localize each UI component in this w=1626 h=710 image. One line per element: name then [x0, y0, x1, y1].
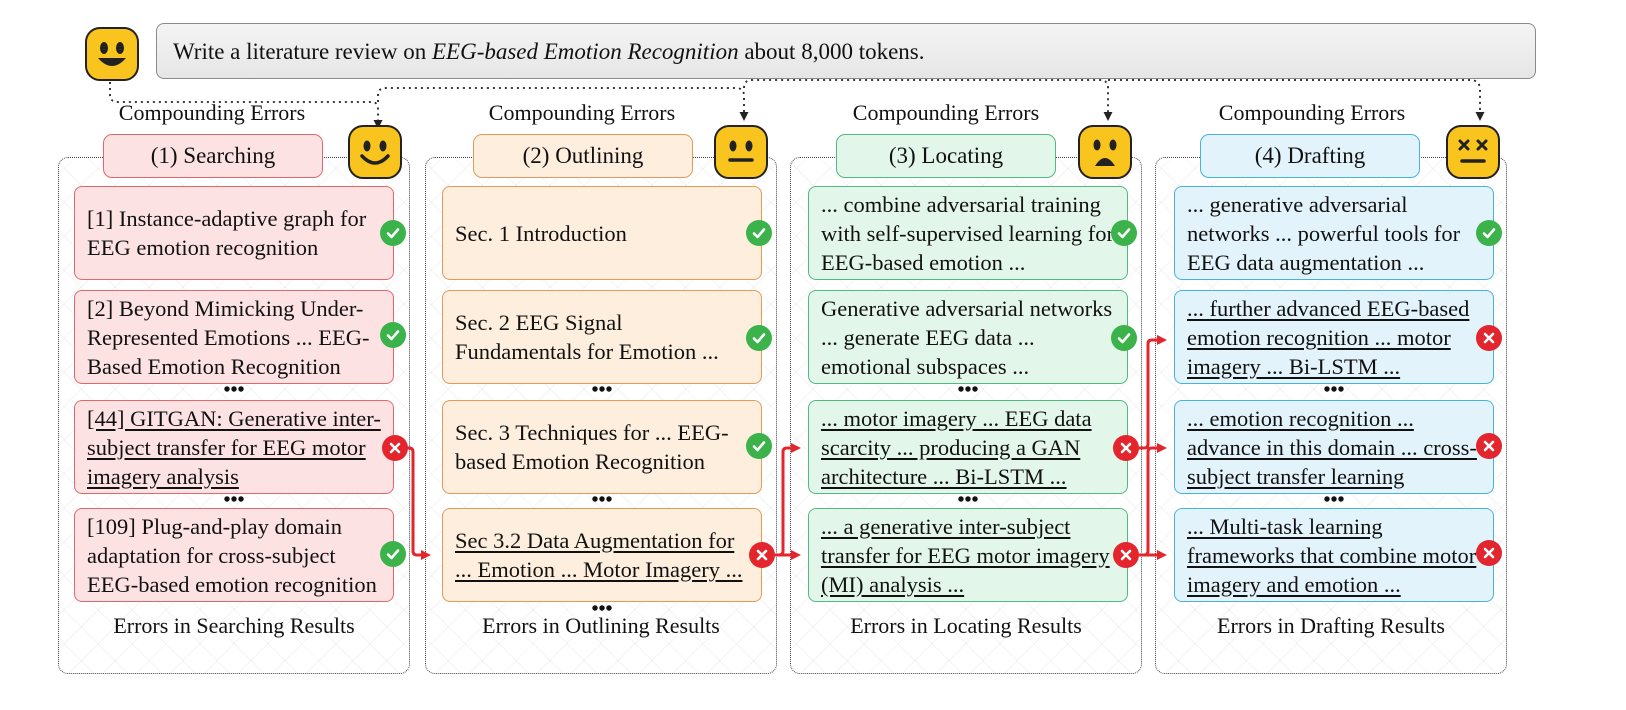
compounding-label-4: Compounding Errors	[1218, 100, 1406, 125]
card-text: [109] Plug-and-play domain adaptation fo…	[87, 513, 377, 597]
error-x-icon	[1476, 325, 1502, 351]
located-passage-2: Generative adversarial networks ... gene…	[808, 290, 1128, 384]
ellipsis: •••	[591, 489, 613, 511]
draft-paragraph-1: ... generative adversarial networks ... …	[1174, 186, 1494, 280]
locating-footer: Errors in Locating Results	[850, 613, 1082, 638]
check-icon	[380, 541, 406, 567]
card-text: ... Multi-task learning frameworks that …	[1187, 513, 1477, 597]
check-icon	[746, 220, 772, 246]
card-text: [44] GITGAN: Generative inter-subject tr…	[87, 405, 381, 489]
prompt-text-end: about 8,000 tokens.	[738, 39, 925, 64]
outline-section-2: Sec. 2 EEG Signal Fundamentals for Emoti…	[442, 290, 762, 384]
card-text: [1] Instance-adaptive graph for EEG emot…	[87, 206, 367, 260]
dizzy-face-icon	[1445, 124, 1501, 185]
error-x-icon	[1476, 433, 1502, 459]
search-result-109: [109] Plug-and-play domain adaptation fo…	[74, 508, 394, 602]
located-passage-3: ... motor imagery ... EEG data scarcity …	[808, 400, 1128, 494]
stage-locating-label: (3) Locating	[836, 134, 1056, 178]
check-icon	[380, 322, 406, 348]
compounding-label-3: Compounding Errors	[852, 100, 1040, 125]
outlining-footer: Errors in Outlining Results	[482, 613, 720, 638]
ellipsis: •••	[591, 598, 613, 620]
error-x-icon	[382, 435, 408, 461]
search-result-44: [44] GITGAN: Generative inter-subject tr…	[74, 400, 394, 494]
check-icon	[380, 220, 406, 246]
card-text: Sec. 1 Introduction	[455, 220, 627, 246]
card-text: ... combine adversarial training with se…	[821, 191, 1115, 275]
stage-searching-label: (1) Searching	[103, 134, 323, 178]
smiling-face-icon	[347, 124, 403, 185]
ellipsis: •••	[957, 379, 979, 401]
card-text: ... further advanced EEG-based emotion r…	[1187, 295, 1470, 379]
draft-paragraph-2: ... further advanced EEG-based emotion r…	[1174, 290, 1494, 384]
draft-paragraph-3: ... emotion recognition ... advance in t…	[1174, 400, 1494, 494]
error-x-icon	[1113, 542, 1139, 568]
compounding-label-1: Compounding Errors	[118, 100, 306, 125]
ellipsis: •••	[957, 489, 979, 511]
check-icon	[1476, 220, 1502, 246]
prompt-topic: EEG-based Emotion Recognition	[431, 39, 739, 64]
located-passage-4: ... a generative inter-subject transfer …	[808, 508, 1128, 602]
stage-drafting-label: (4) Drafting	[1200, 134, 1420, 178]
check-icon	[746, 325, 772, 351]
shocked-face-icon	[1077, 124, 1133, 185]
card-text: ... emotion recognition ... advance in t…	[1187, 405, 1477, 489]
card-text: ... generative adversarial networks ... …	[1187, 191, 1461, 275]
located-passage-1: ... combine adversarial training with se…	[808, 186, 1128, 280]
search-result-1: [1] Instance-adaptive graph for EEG emot…	[74, 186, 394, 280]
card-text: [2] Beyond Mimicking Under-Represented E…	[87, 295, 370, 379]
user-happy-face-icon	[84, 26, 140, 87]
prompt-box: Write a literature review on EEG-based E…	[156, 23, 1536, 79]
error-x-icon	[1113, 435, 1139, 461]
outline-section-3-2: Sec 3.2 Data Augmentation for ... Emotio…	[442, 508, 762, 602]
ellipsis: •••	[223, 379, 245, 401]
outline-section-3: Sec. 3 Techniques for ... EEG-based Emot…	[442, 400, 762, 494]
check-icon	[746, 433, 772, 459]
draft-paragraph-4: ... Multi-task learning frameworks that …	[1174, 508, 1494, 602]
ellipsis: •••	[1323, 379, 1345, 401]
neutral-face-icon	[713, 124, 769, 185]
card-text: ... motor imagery ... EEG data scarcity …	[821, 405, 1092, 489]
error-x-icon	[749, 542, 775, 568]
card-text: Sec 3.2 Data Augmentation for ... Emotio…	[455, 528, 743, 582]
outline-section-1: Sec. 1 Introduction	[442, 186, 762, 280]
search-result-2: [2] Beyond Mimicking Under-Represented E…	[74, 290, 394, 384]
searching-footer: Errors in Searching Results	[113, 613, 355, 638]
card-text: Sec. 2 EEG Signal Fundamentals for Emoti…	[455, 310, 719, 364]
compounding-label-2: Compounding Errors	[488, 100, 676, 125]
card-text: Sec. 3 Techniques for ... EEG-based Emot…	[455, 420, 729, 474]
ellipsis: •••	[1323, 489, 1345, 511]
error-x-icon	[1476, 540, 1502, 566]
check-icon	[1111, 220, 1137, 246]
ellipsis: •••	[591, 379, 613, 401]
card-text: Generative adversarial networks ... gene…	[821, 295, 1113, 379]
card-text: ... a generative inter-subject transfer …	[821, 513, 1110, 597]
prompt-text: Write a literature review on	[173, 39, 432, 64]
stage-outlining-label: (2) Outlining	[473, 134, 693, 178]
drafting-footer: Errors in Drafting Results	[1217, 613, 1445, 638]
check-icon	[1111, 325, 1137, 351]
ellipsis: •••	[223, 489, 245, 511]
